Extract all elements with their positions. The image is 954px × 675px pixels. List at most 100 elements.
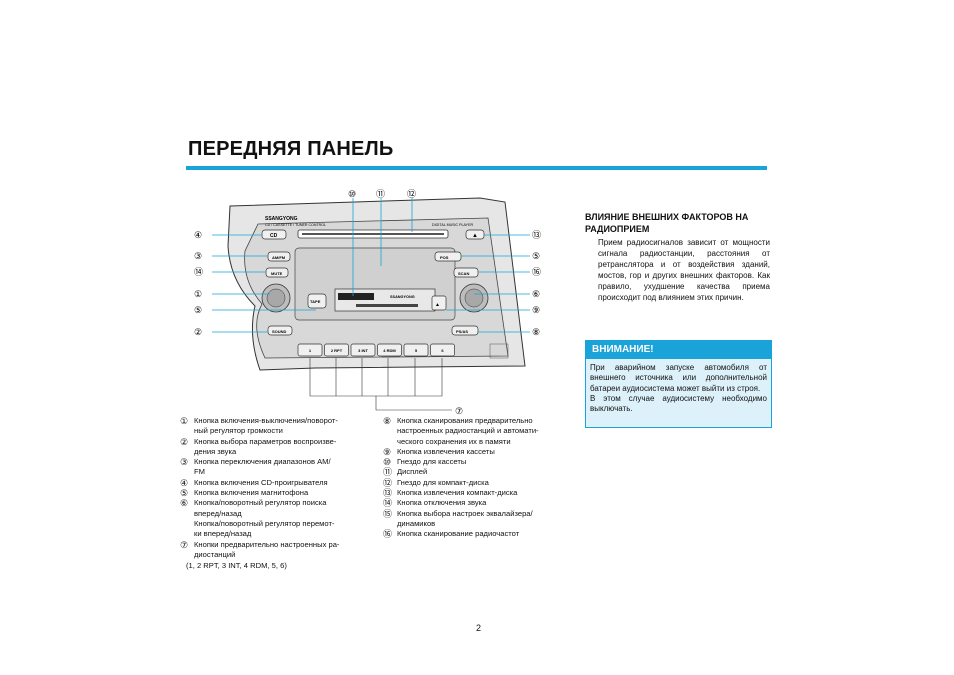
legend-line: ческого сохранения их в памяти <box>397 436 511 446</box>
tape-button[interactable] <box>307 293 327 309</box>
preset-label: 2 RPT <box>331 348 343 353</box>
sound-button[interactable] <box>267 325 293 336</box>
cd-button[interactable] <box>261 229 287 240</box>
callout-8: ⑧ <box>532 327 540 337</box>
ps-as-button[interactable] <box>451 325 479 336</box>
legend-line: Кнопка сканирования предварительно <box>397 416 533 425</box>
legend-number: ① <box>180 416 189 426</box>
callout-10: ⑩ <box>348 189 356 199</box>
preset-label: 4 RDM <box>383 348 396 353</box>
preset-button[interactable] <box>377 343 402 357</box>
callout-12: ⑫ <box>407 189 416 199</box>
legend-line: дения звука <box>194 446 237 456</box>
scan-label: SCAN <box>458 271 469 276</box>
legend-line: ки вперед/назад <box>194 529 252 539</box>
legend-line: Кнопка включения CD-проигрывателя <box>194 477 328 487</box>
eject-tape-button[interactable] <box>431 295 447 311</box>
section-body: Прием радиосигналов зависит от мощности … <box>598 238 770 302</box>
callout-9: ⑨ <box>532 305 540 315</box>
am-fm-button[interactable] <box>267 251 291 262</box>
preset-button[interactable] <box>324 343 349 357</box>
legend-line: Гнездо для компакт-диска <box>397 477 489 487</box>
preset-label: 1 <box>309 348 312 353</box>
preset-button[interactable] <box>350 343 376 357</box>
legend-line: Кнопки предварительно настроенных ра- <box>194 539 340 549</box>
cd-logo <box>489 343 509 359</box>
model-label: CD / CASSETTE / TUNER CONTROL <box>265 223 326 227</box>
callout-11: ⑪ <box>376 189 385 199</box>
warning-paragraph-1: При аварийном запуске автомобиля от внеш… <box>590 363 767 393</box>
callout-14: ⑭ <box>194 267 203 277</box>
legend-line: Кнопка сканирование радиочастот <box>397 529 520 539</box>
preset-label: 5 <box>415 348 418 353</box>
preset-button[interactable] <box>403 343 429 357</box>
legend-line: Кнопка извлечения кассеты <box>397 446 495 456</box>
legend-line: Кнопка извлечения компакт-диска <box>397 488 518 498</box>
callout-16: ⑯ <box>532 267 541 277</box>
callout-5-right: ⑤ <box>532 251 540 261</box>
legend-number: ⑥ <box>180 498 189 509</box>
legend-line: Кнопка/поворотный регулятор поиска <box>194 498 327 508</box>
eject-cd-icon: ▲ <box>472 233 478 239</box>
legend-item: ⑫ Гнездо для компакт-диска <box>383 478 553 488</box>
callout-13: ⑬ <box>532 230 541 240</box>
title-underline <box>186 166 767 170</box>
preset-button[interactable] <box>430 343 455 357</box>
legend-item: ③ Кнопка переключения диапазонов AM/FM <box>180 457 366 478</box>
dmp-label: DIGITAL MUSIC PLAYER <box>432 223 473 227</box>
preset-button[interactable] <box>297 343 323 357</box>
legend-number: ⑧ <box>383 416 392 426</box>
legend-item: ① Кнопка включения-выключения/поворот-ный… <box>180 416 366 437</box>
scan-button[interactable] <box>453 267 479 278</box>
radio-front-panel-diagram: SSANGYONG CD / CASSETTE / TUNER CONTROL … <box>194 189 541 416</box>
sound-label: SOUND <box>272 329 287 334</box>
legend-line: FM <box>194 467 205 477</box>
legend-number: ④ <box>180 477 189 488</box>
legend-line: Кнопка переключения диапазонов AM/ <box>194 457 331 467</box>
pos-button[interactable] <box>434 251 462 262</box>
legend-item: ⑯ Кнопка сканирование радиочастот <box>383 529 553 539</box>
mute-button[interactable] <box>265 267 289 278</box>
mute-label: MUTE <box>271 271 283 276</box>
cd-button-label: CD <box>270 233 278 239</box>
page-number: 2 <box>476 623 482 633</box>
legend-number: ③ <box>180 457 189 468</box>
callout-4: ④ <box>194 230 202 240</box>
legend-number: ⑦ <box>180 539 189 550</box>
eject-tape-icon: ▲ <box>435 302 440 308</box>
brand-label: SSANGYONG <box>265 216 298 222</box>
callout-7: ⑦ <box>455 406 463 416</box>
am-fm-label: AM/FM <box>272 255 286 260</box>
warning-paragraph-2: В этом случае аудиосистему необходимо вы… <box>590 393 767 414</box>
legend-line: ный регулятор громкости <box>194 426 283 436</box>
legend-number: ⑮ <box>383 508 393 519</box>
legend-number: ② <box>180 436 189 447</box>
legend-line: Кнопка/поворотный регулятор перемот- <box>194 518 335 528</box>
ps-as-label: PS/AS <box>456 329 468 334</box>
callout-5-left: ⑤ <box>194 305 202 315</box>
warning-body: При аварийном запуске автомобиля от внеш… <box>586 359 771 414</box>
display-brand: SSANGYONG <box>390 295 415 299</box>
legend-number: ⑭ <box>383 498 393 509</box>
legend-line: Кнопка включения-выключения/поворот- <box>194 416 338 425</box>
legend-item: ④ Кнопка включения CD-проигрывателя <box>180 478 366 488</box>
callout-1: ① <box>194 289 202 299</box>
preset-label: 3 INT <box>358 348 368 353</box>
page-title: ПЕРЕДНЯЯ ПАНЕЛЬ <box>188 138 394 160</box>
legend-note: (1, 2 RPT, 3 INT, 4 RDM, 5, 6) <box>186 561 287 571</box>
legend-number: ⑫ <box>383 477 393 488</box>
eject-cd-button[interactable] <box>465 229 485 240</box>
legend-line: Кнопка выбора настроек эквалайзера/ <box>397 508 533 518</box>
legend-number: ⑯ <box>383 529 393 540</box>
warning-box: ВНИМАНИЕ! При аварийном запуске автомоби… <box>585 340 772 428</box>
legend-line: динамиков <box>397 518 436 528</box>
